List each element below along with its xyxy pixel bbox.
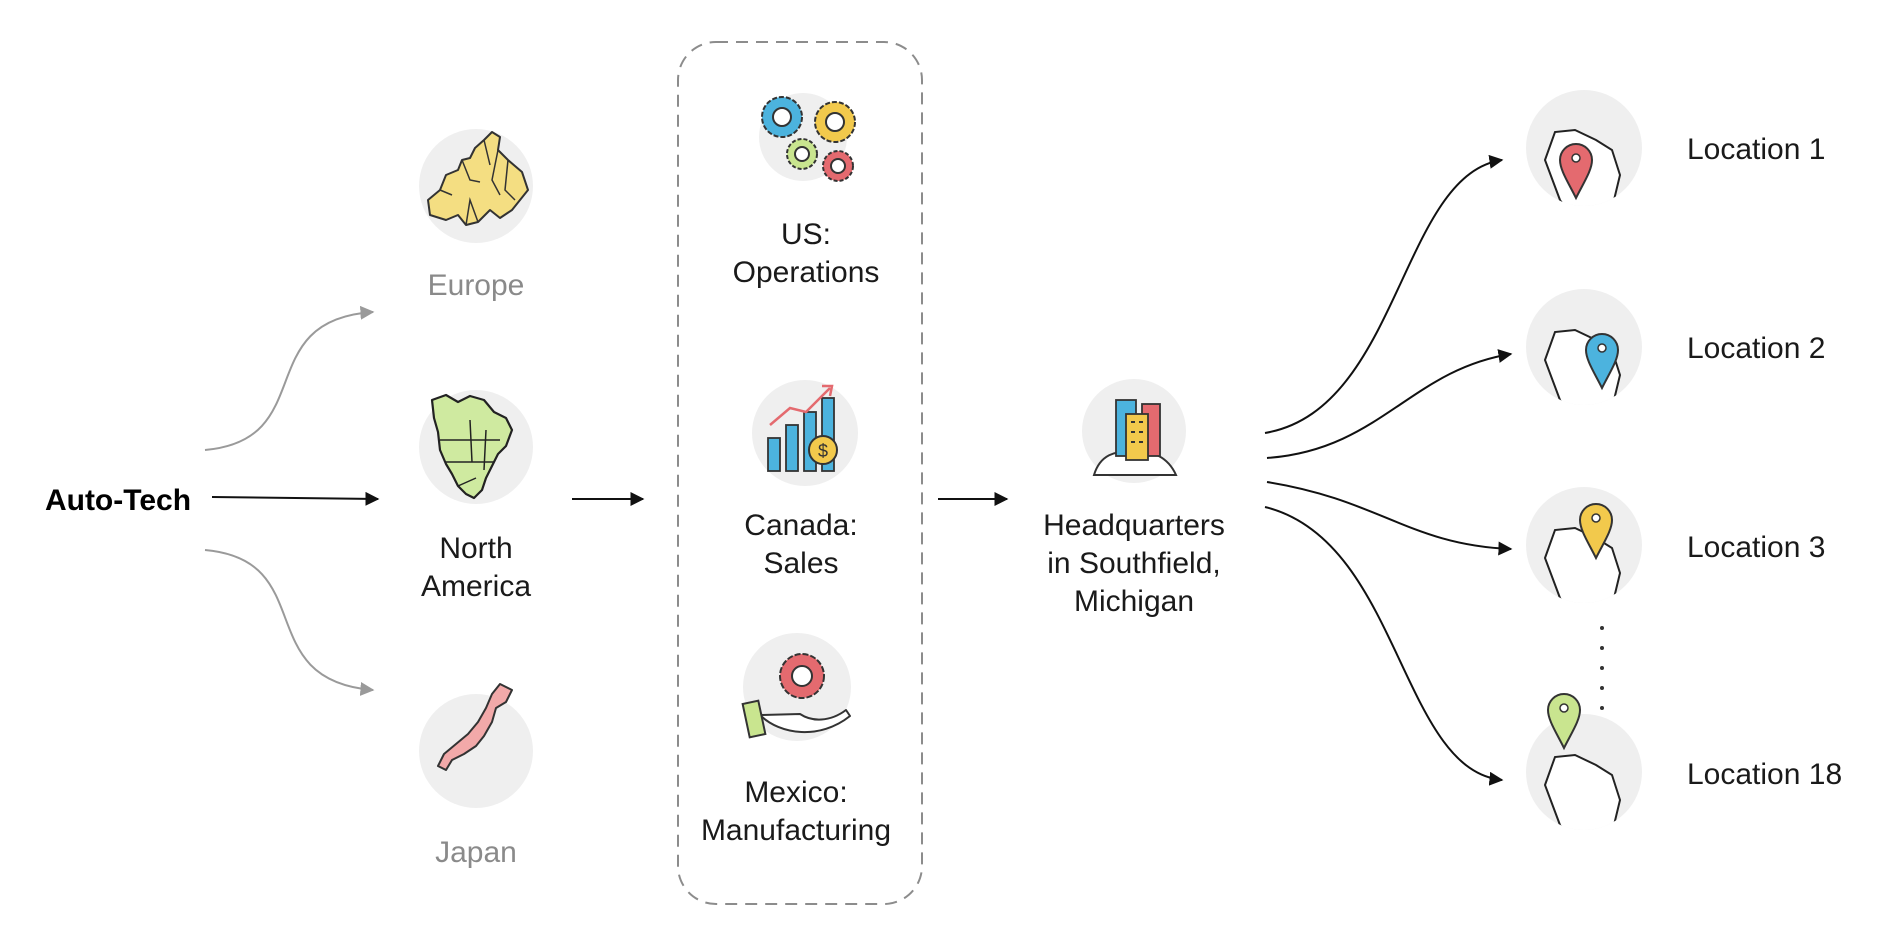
functions-container <box>677 41 923 905</box>
location-1-label: Location 1 <box>1687 133 1825 166</box>
location-18-label: Location 18 <box>1687 758 1842 791</box>
function-mexico-line1: Mexico: <box>744 776 847 809</box>
function-mexico: Mexico: Manufacturing <box>701 633 891 847</box>
edge-root-to-europe <box>204 305 375 451</box>
location-2-pin-icon <box>1584 333 1620 391</box>
edge-hq-to-location-3 <box>1266 481 1513 556</box>
north-america-map-icon <box>430 393 514 500</box>
region-north-america-line2: America <box>421 570 531 603</box>
function-mexico-line2: Manufacturing <box>701 814 891 847</box>
headquarters-node: Headquarters in Southfield, Michigan <box>1043 379 1225 618</box>
svg-text:$: $ <box>818 441 828 461</box>
location-2-node: Location 2 <box>1526 289 1825 405</box>
location-1-node: Location 1 <box>1526 90 1825 206</box>
europe-map-icon <box>427 131 529 226</box>
region-europe-label: Europe <box>428 269 525 302</box>
function-canada-line2: Sales <box>763 547 838 580</box>
function-canada-line1: Canada: <box>744 509 857 542</box>
gear-in-hand-icon <box>741 653 851 739</box>
location-3-label: Location 3 <box>1687 531 1825 564</box>
japan-map-icon <box>437 683 513 771</box>
root-label: Auto-Tech <box>45 484 191 517</box>
ellipsis-dots <box>1600 626 1604 710</box>
location-3-node: Location 3 <box>1526 487 1825 603</box>
michigan-map-icon <box>1543 753 1622 830</box>
region-europe: Europe <box>419 129 533 302</box>
region-north-america-line1: North <box>439 532 512 565</box>
region-north-america: North America <box>419 390 533 603</box>
location-18-node: Location 18 <box>1526 693 1842 830</box>
location-18-pin-icon <box>1546 693 1582 751</box>
region-japan: Japan <box>419 683 533 869</box>
location-2-label: Location 2 <box>1687 332 1825 365</box>
headquarters-line1: Headquarters <box>1043 509 1225 542</box>
edge-hq-to-location-1 <box>1264 154 1504 434</box>
edge-hq-to-location-2 <box>1266 349 1513 459</box>
location-3-pin-icon <box>1578 503 1614 561</box>
japan-icon-bg <box>419 694 533 808</box>
edge-root-to-japan <box>204 549 375 696</box>
headquarters-line3: Michigan <box>1074 585 1194 618</box>
sales-chart-icon: $ <box>767 384 838 472</box>
region-japan-label: Japan <box>435 836 517 869</box>
function-canada: $ Canada: Sales <box>744 380 858 580</box>
function-us: US: Operations <box>733 93 880 289</box>
location-1-pin-icon <box>1558 143 1594 201</box>
edge-root-to-north-america <box>211 491 380 506</box>
headquarters-line2: in Southfield, <box>1047 547 1220 580</box>
function-us-line2: Operations <box>733 256 880 289</box>
function-us-line1: US: <box>781 218 831 251</box>
office-buildings-icon <box>1092 399 1178 476</box>
gears-icon <box>761 96 856 182</box>
edge-hq-to-location-18 <box>1264 506 1504 786</box>
